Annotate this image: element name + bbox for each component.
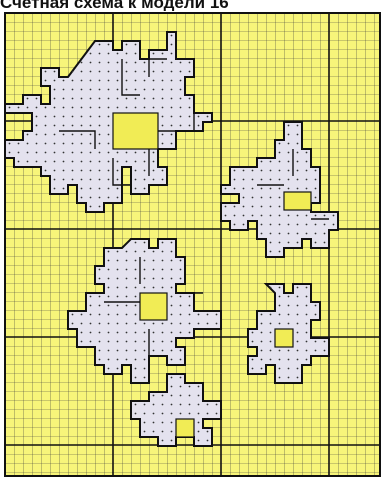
large-flower-center [113, 113, 158, 149]
middle-flower-center [140, 293, 167, 320]
right-flower-center [284, 192, 311, 210]
bottom-bud-center [176, 419, 194, 437]
small-flower-center [275, 329, 293, 347]
